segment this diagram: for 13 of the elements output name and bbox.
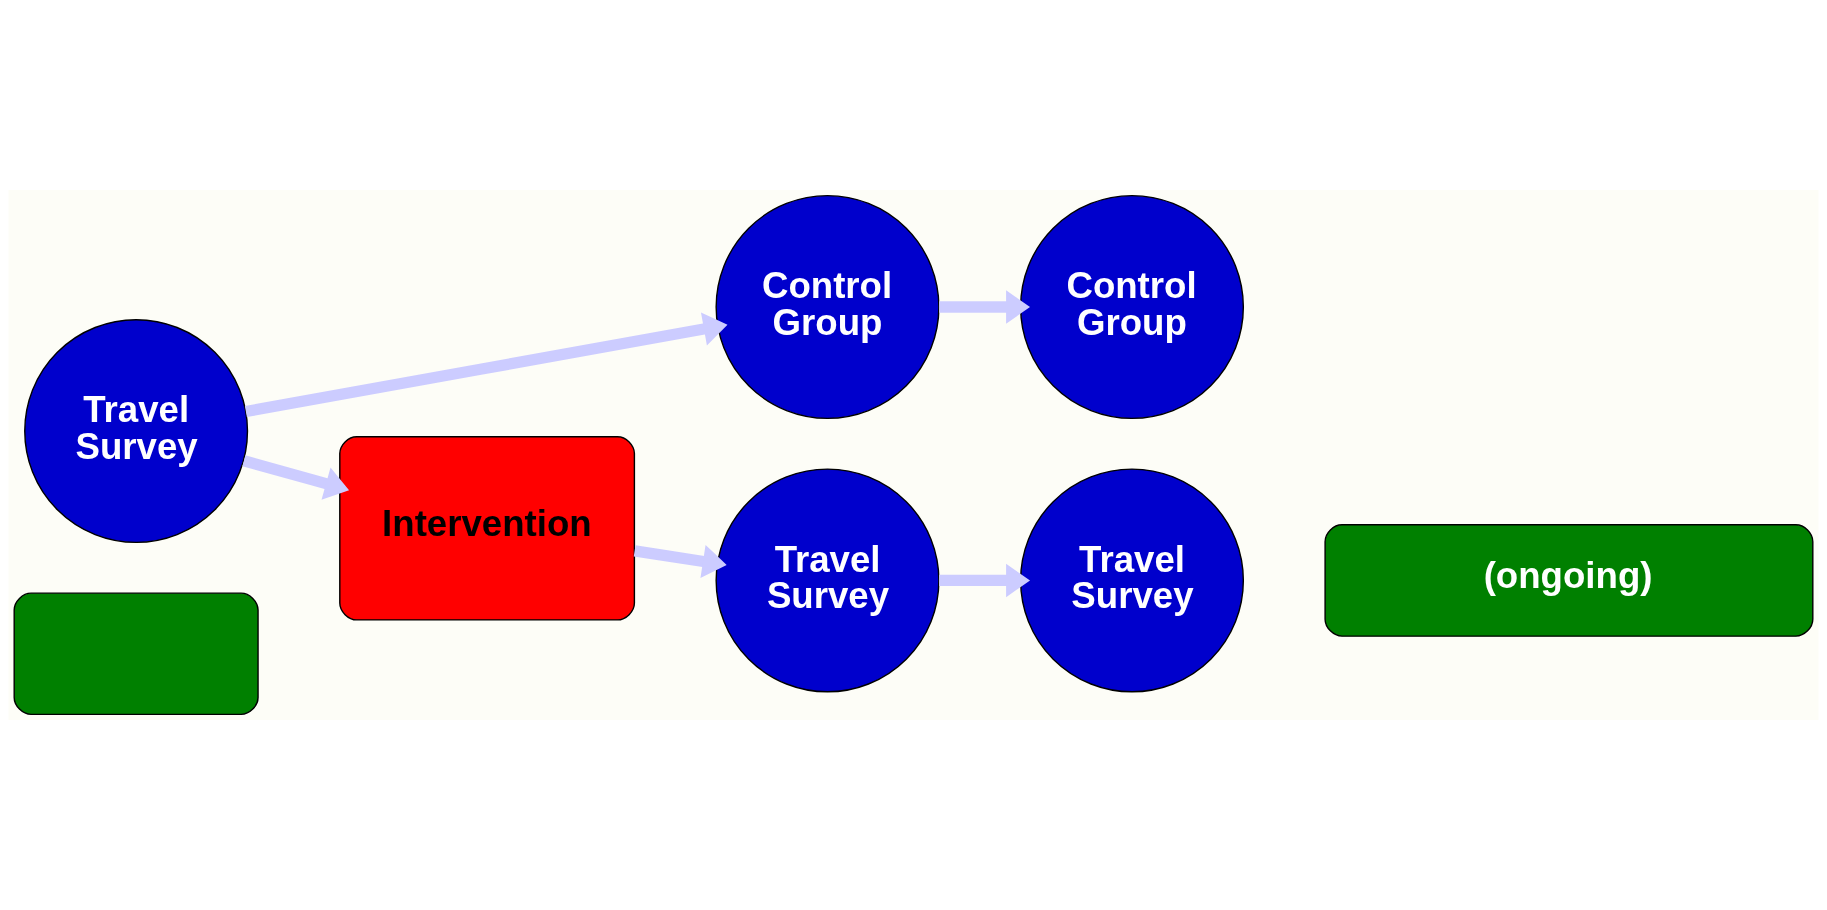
node-circle: Control Group (715, 194, 940, 420)
node-circle: Travel Survey (24, 318, 249, 544)
arrow (242, 455, 350, 500)
arrow (633, 544, 727, 578)
node-box: Intervention (339, 435, 636, 621)
arrow (939, 563, 1031, 598)
node-circle: Control Group (1019, 194, 1245, 420)
node-box (13, 592, 259, 716)
node-box: (ongoing) (1324, 524, 1814, 637)
arrow (244, 312, 728, 418)
node-circle: Travel Survey (1019, 468, 1245, 693)
arrow (939, 290, 1031, 324)
node-circle: Travel Survey (715, 468, 940, 693)
